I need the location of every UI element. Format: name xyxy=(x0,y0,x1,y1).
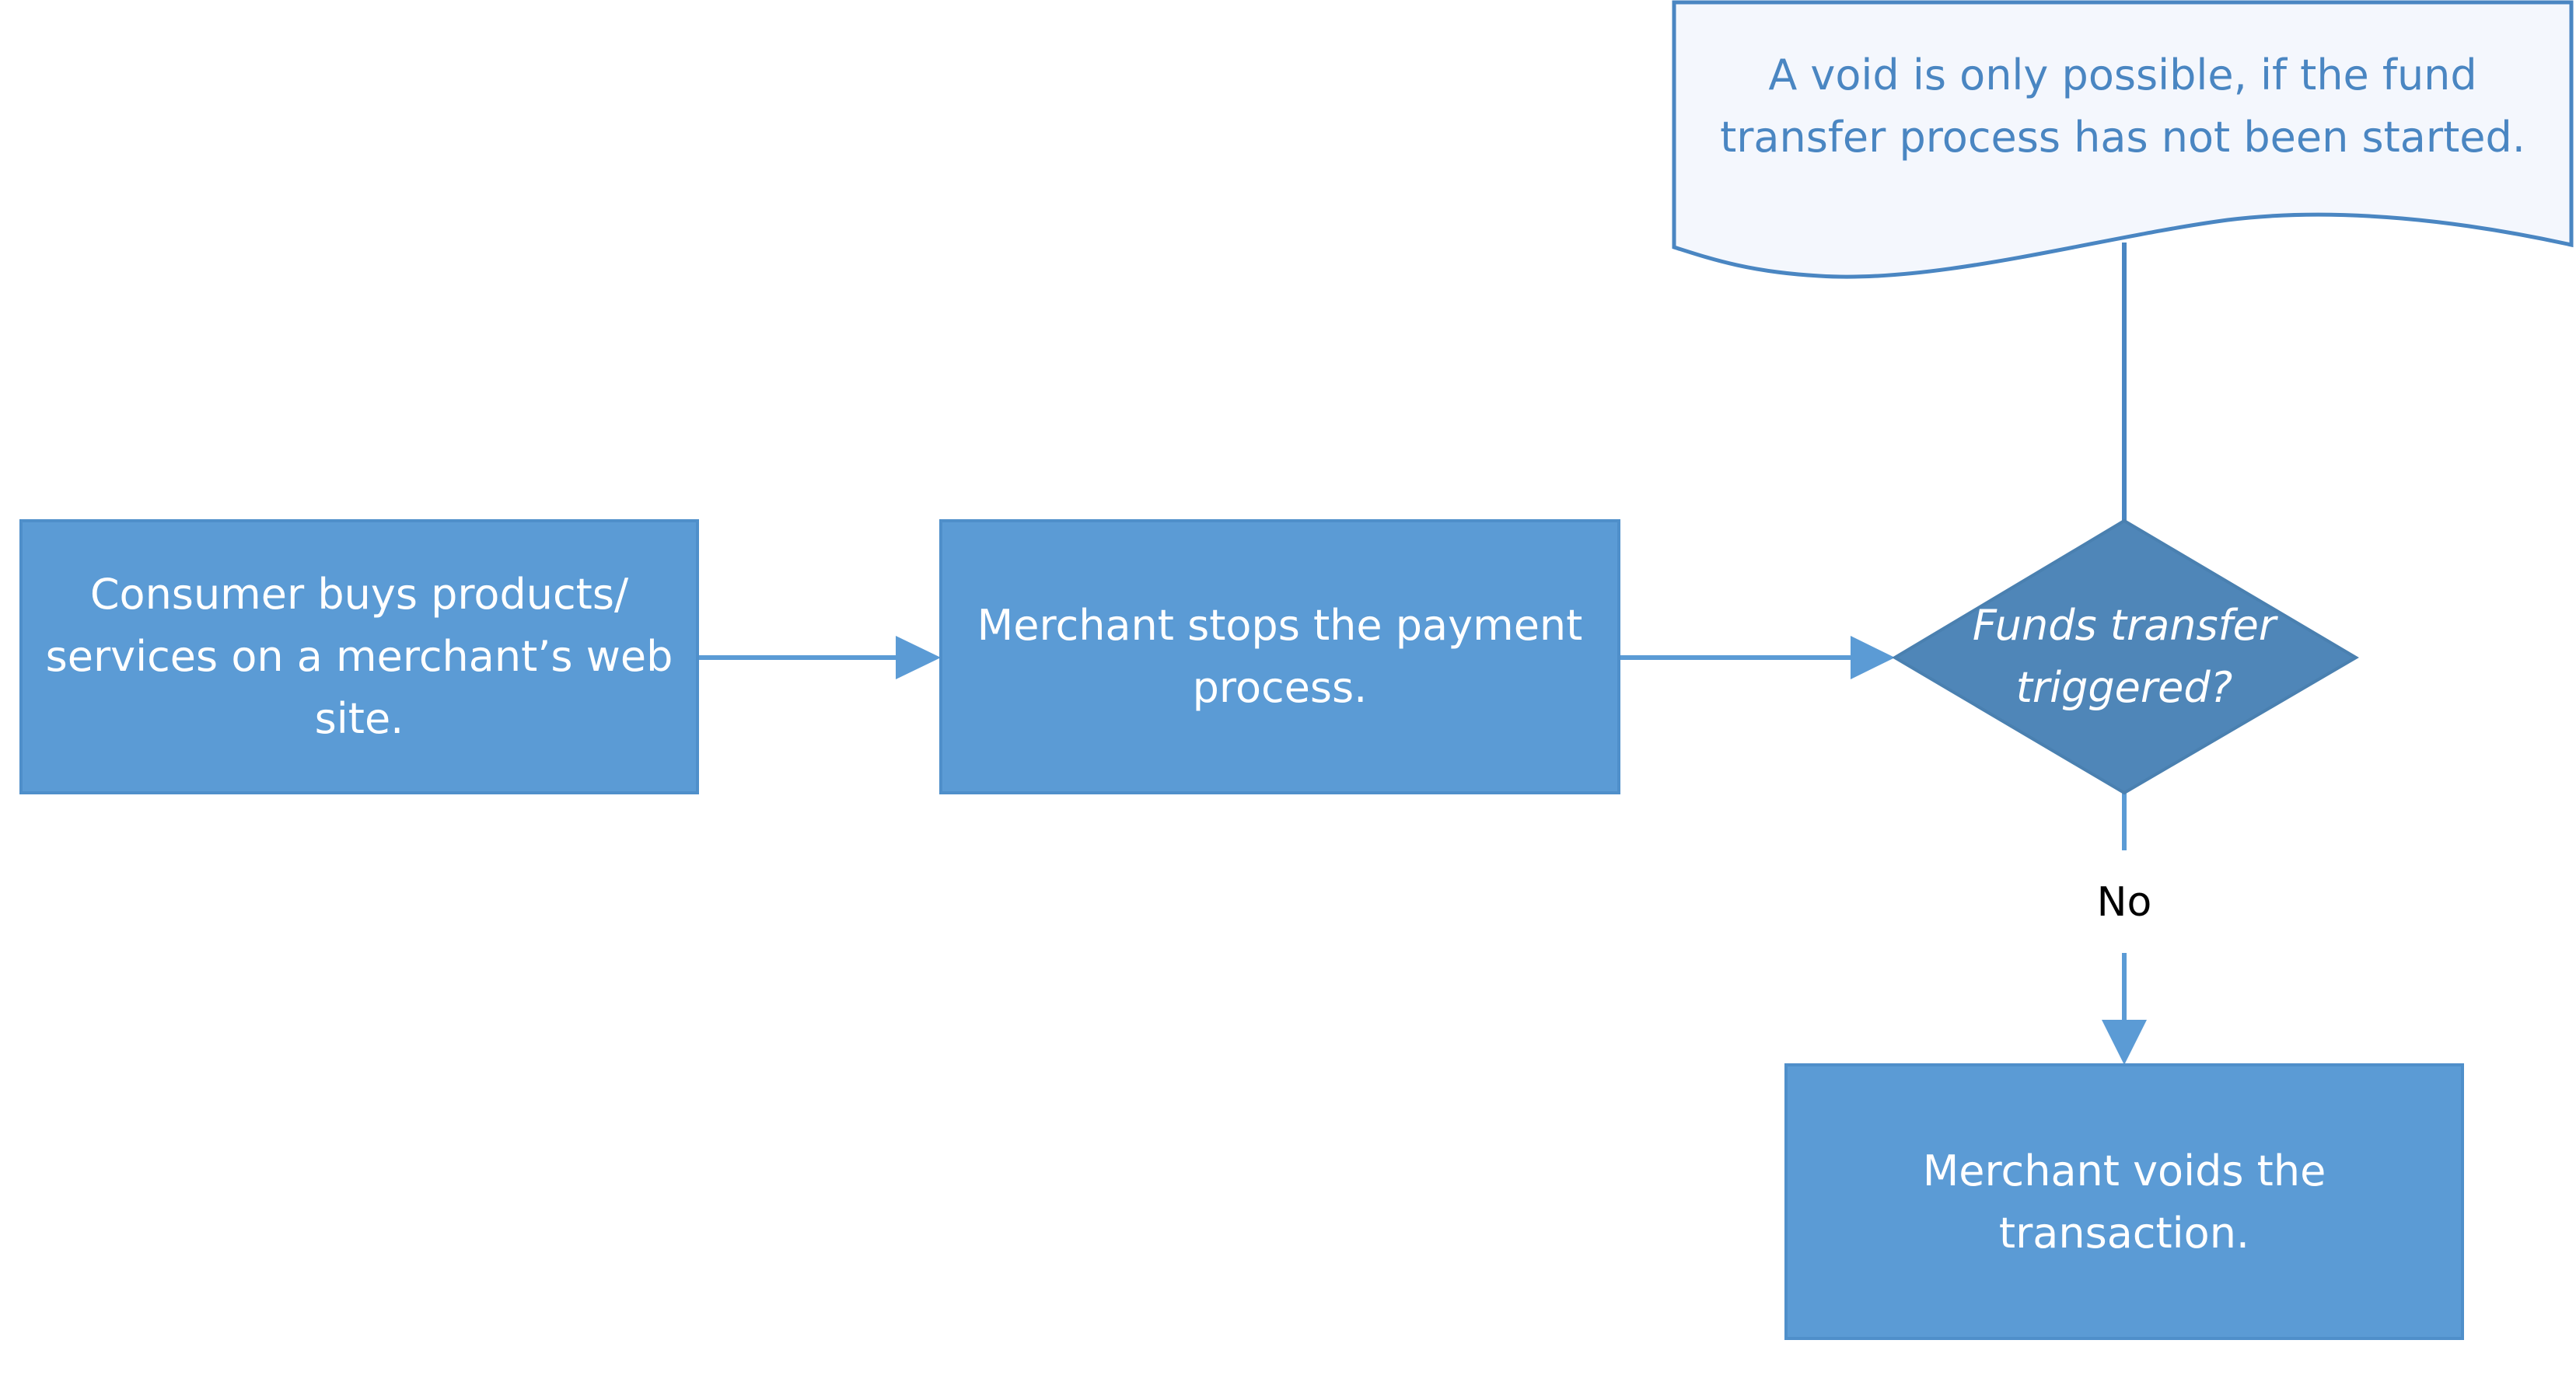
note-line2: transfer process has not been started. xyxy=(1720,113,2525,162)
step1-line1: Consumer buys products/ xyxy=(90,570,629,619)
decision-diamond-funds-transfer xyxy=(1892,518,2359,795)
step2-line1: Merchant stops the payment xyxy=(977,601,1583,650)
decision-line1: Funds transfer xyxy=(1973,601,2278,650)
step1-line3: site. xyxy=(315,694,404,743)
arrowhead-step3 xyxy=(2102,1020,2147,1065)
step3-line1: Merchant voids the xyxy=(1923,1146,2326,1195)
process-box-consumer-buys xyxy=(19,519,699,794)
arrowhead-step2 xyxy=(896,636,941,679)
step1-line2: services on a merchant’s web xyxy=(46,632,673,681)
edge-label-no: No xyxy=(2097,879,2152,926)
step3-line2: transaction. xyxy=(1999,1209,2249,1258)
process-box-merchant-voids xyxy=(1784,1063,2464,1340)
note-document-shape xyxy=(1672,0,2574,279)
arrowhead-decision xyxy=(1851,636,1895,679)
decision-line2: triggered? xyxy=(2016,663,2233,712)
note-line1: A void is only possible, if the fund xyxy=(1768,51,2476,99)
step2-line2: process. xyxy=(1193,663,1368,712)
process-box-merchant-stops xyxy=(939,519,1620,794)
